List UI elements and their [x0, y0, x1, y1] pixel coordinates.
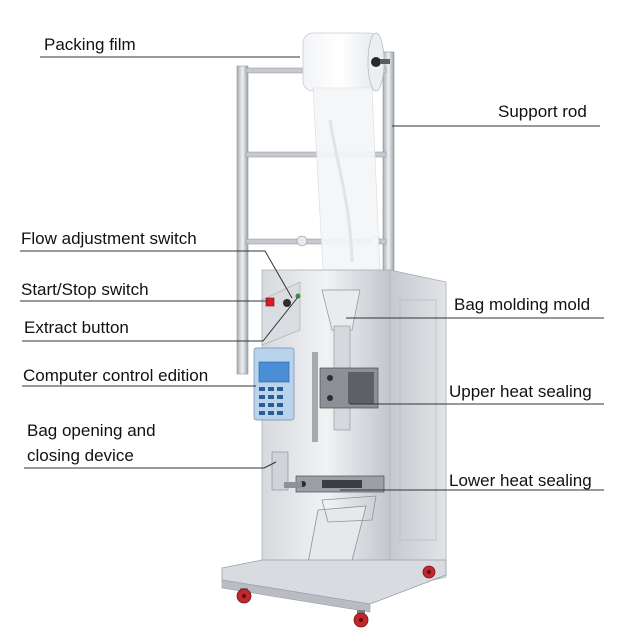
base-platform: [221, 559, 447, 605]
lower-sealer-jaw: [322, 480, 362, 488]
label-bag-opening-line2: closing device: [27, 446, 134, 465]
extract-button-shape: [295, 293, 301, 299]
label-packing-film: Packing film: [44, 35, 136, 54]
label-lower-heat-sealing: Lower heat sealing: [449, 471, 592, 490]
frame-upright-left: [236, 65, 249, 375]
upper-sealer-bolt: [327, 395, 333, 401]
label-start-stop-switch: Start/Stop switch: [21, 280, 149, 299]
film-roll-hub: [371, 57, 381, 67]
upper-sealer-bolt: [327, 375, 333, 381]
leader-bag-opening: [24, 461, 277, 469]
flow-knob-shape: [283, 299, 291, 307]
base-front-face: [221, 579, 371, 613]
label-extract-button: Extract button: [24, 318, 129, 337]
film-web-fold: [328, 119, 354, 263]
control-lcd: [258, 361, 290, 383]
leader-flow-adjustment: [20, 250, 293, 299]
caster-wheel: [353, 610, 369, 628]
label-bag-opening-line1: Bag opening and: [27, 421, 156, 440]
label-support-rod: Support rod: [498, 102, 587, 121]
film-shaft: [380, 59, 390, 64]
chute-frame: [321, 495, 377, 523]
label-bag-molding-mold: Bag molding mold: [454, 295, 591, 314]
bag-opening-device: [271, 451, 289, 491]
start-stop-switch-shape: [265, 297, 275, 307]
label-flow-adjustment-switch: Flow adjustment switch: [21, 229, 197, 248]
film-web: [312, 87, 381, 271]
label-computer-control-edition: Computer control edition: [23, 366, 209, 385]
leader-extract: [22, 296, 299, 342]
side-vent-panel: [399, 299, 437, 541]
rod-middle: [245, 151, 387, 158]
control-panel: [253, 347, 295, 421]
upper-sealer-bar: [348, 372, 374, 404]
control-keypad: [259, 387, 283, 415]
rod-lower: [245, 238, 387, 245]
caster-wheel: [422, 565, 436, 579]
upper-sealer-rail: [312, 352, 318, 442]
rod-roller: [296, 235, 308, 247]
label-upper-heat-sealing: Upper heat sealing: [449, 382, 592, 401]
caster-wheel: [236, 588, 252, 604]
bag-opening-arm: [284, 482, 302, 488]
forming-collar: [321, 289, 361, 331]
